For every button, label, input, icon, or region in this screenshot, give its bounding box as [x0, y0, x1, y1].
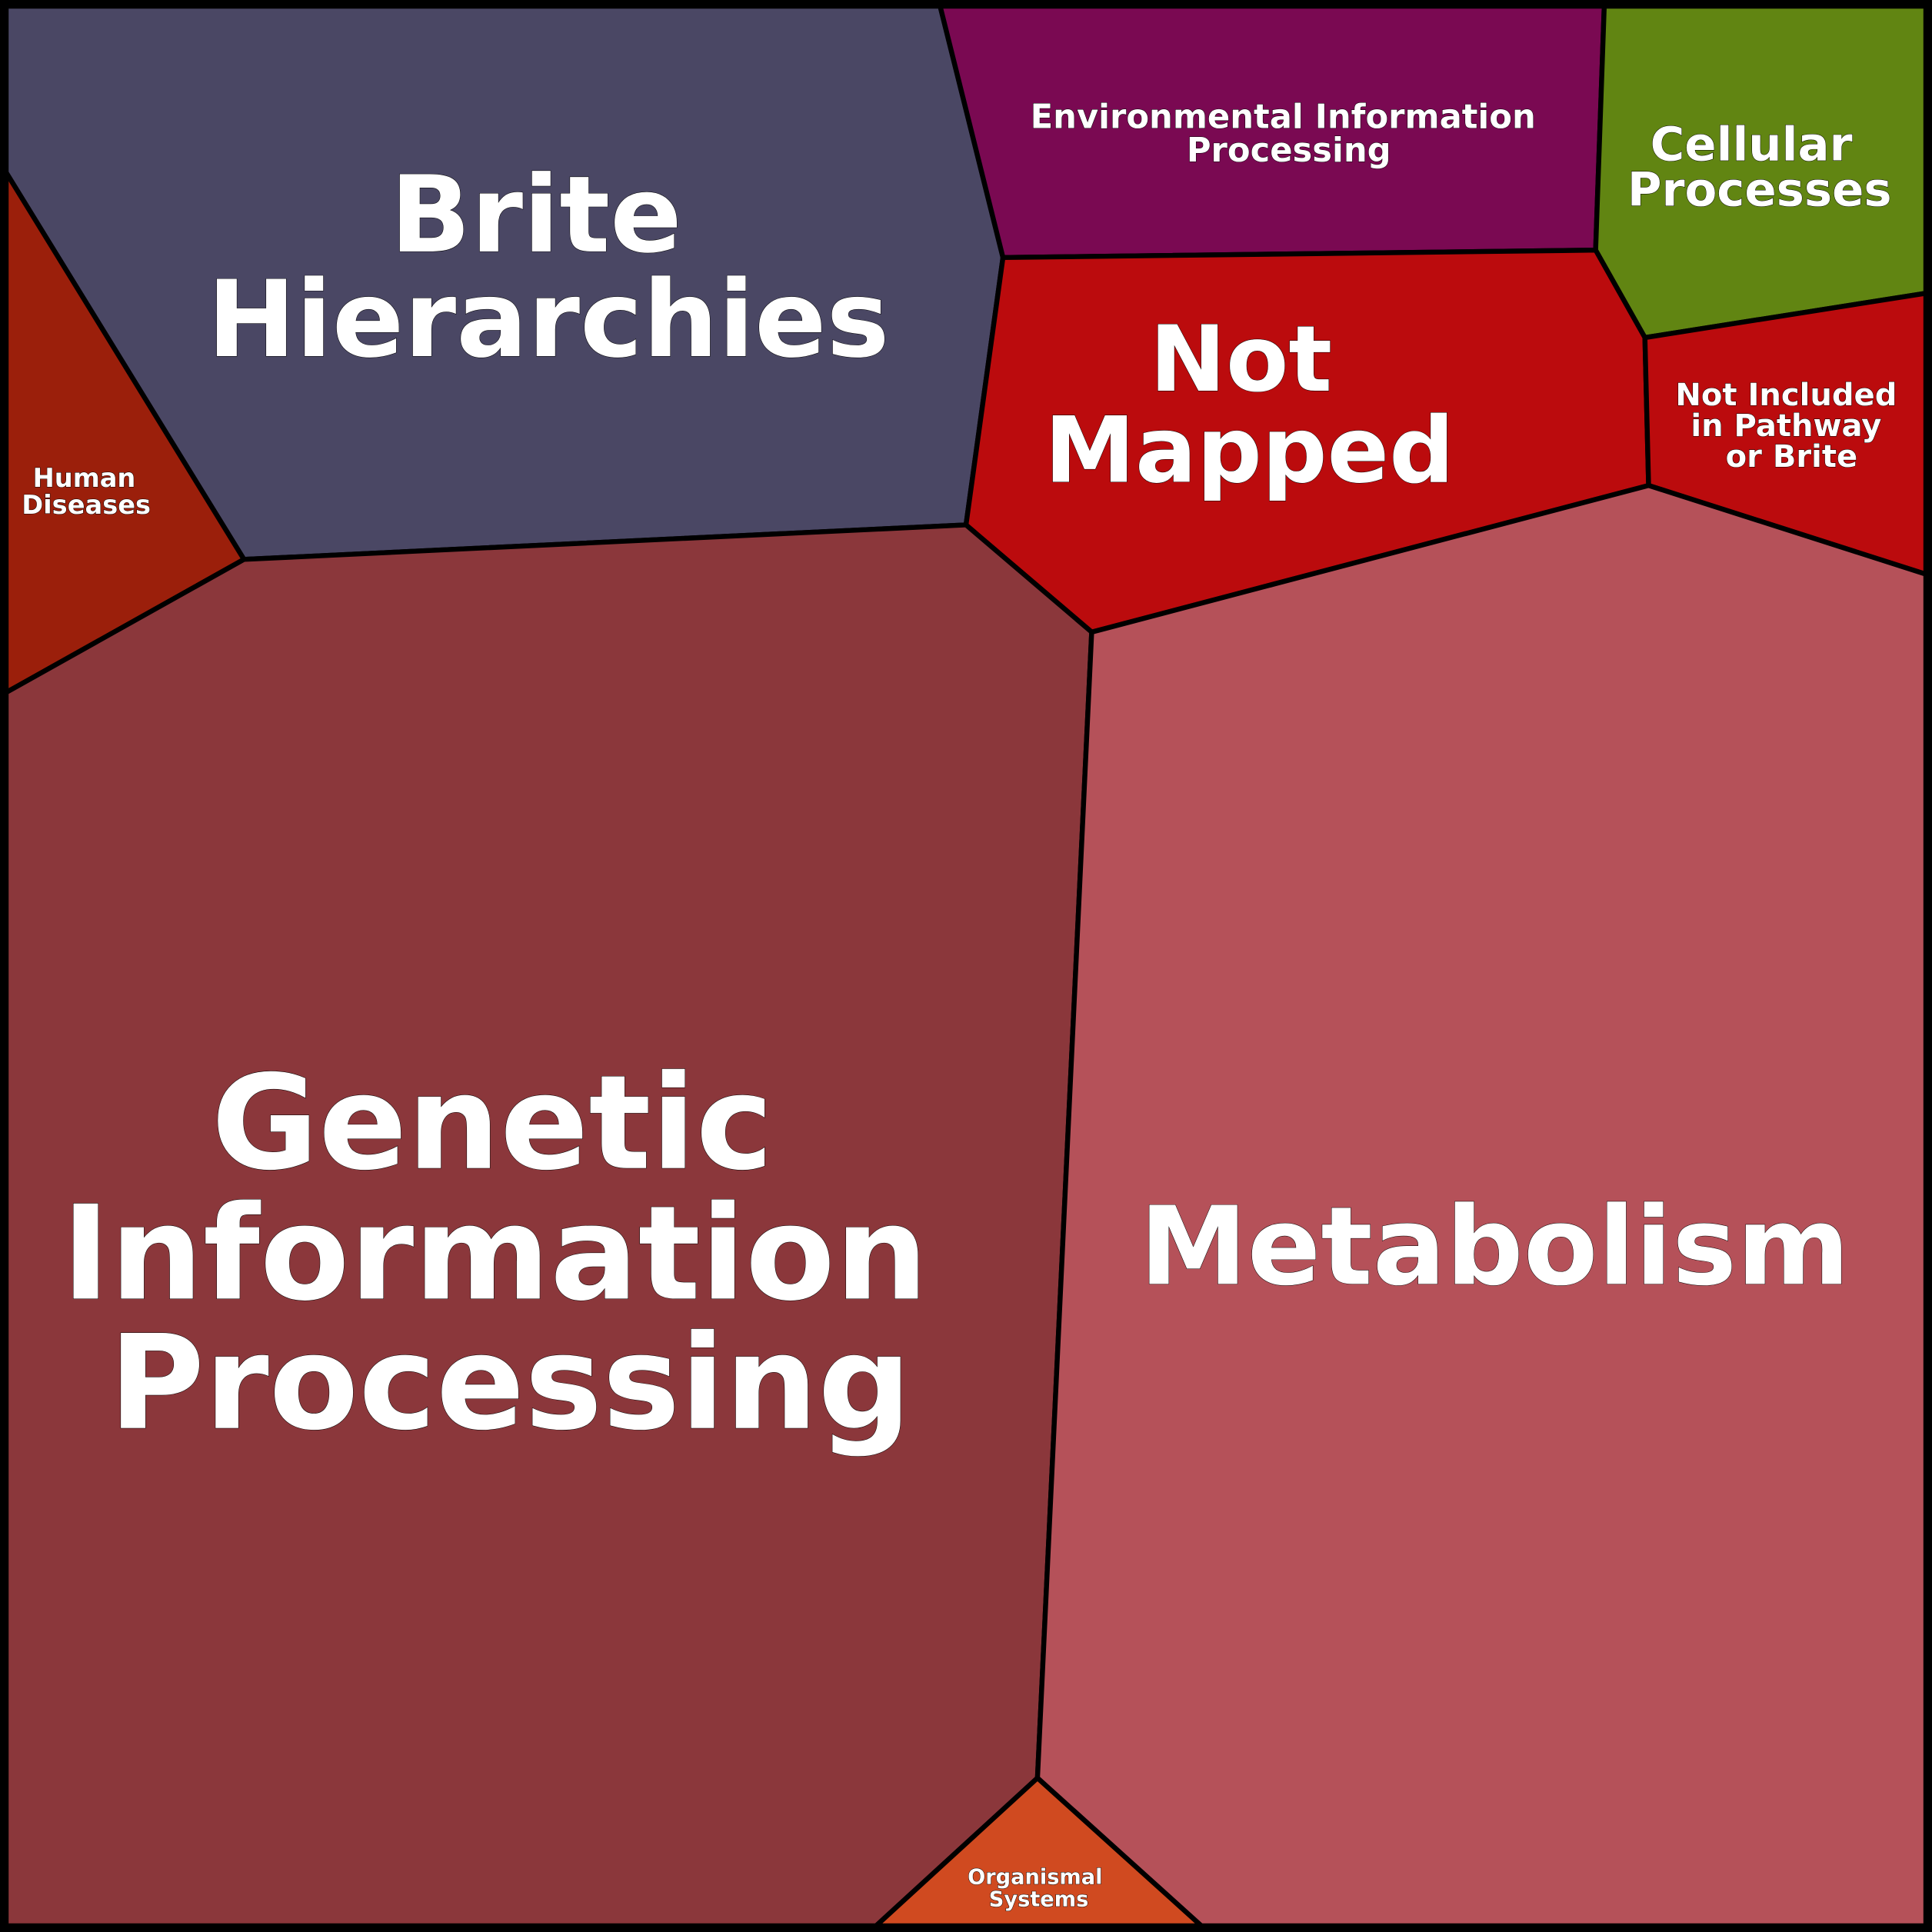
label-cellular-processes: Cellular Processes: [1627, 117, 1892, 217]
label-brite-hierarchies: Brite Hierarchies: [207, 154, 889, 381]
label-human-diseases: Human Diseases: [22, 463, 151, 520]
label-metabolism: Metabolism: [1139, 1184, 1850, 1310]
label-environmental-information-processing: Environmental Information Processing: [1031, 98, 1547, 170]
label-not-included: Not Included in Pathway or Brite: [1675, 378, 1907, 475]
label-genetic-information-processing: Genetic Information Processing: [62, 1048, 974, 1460]
label-organismal-systems: Organismal Systems: [968, 1866, 1110, 1912]
label-not-mapped: Not Mapped: [1044, 306, 1454, 504]
